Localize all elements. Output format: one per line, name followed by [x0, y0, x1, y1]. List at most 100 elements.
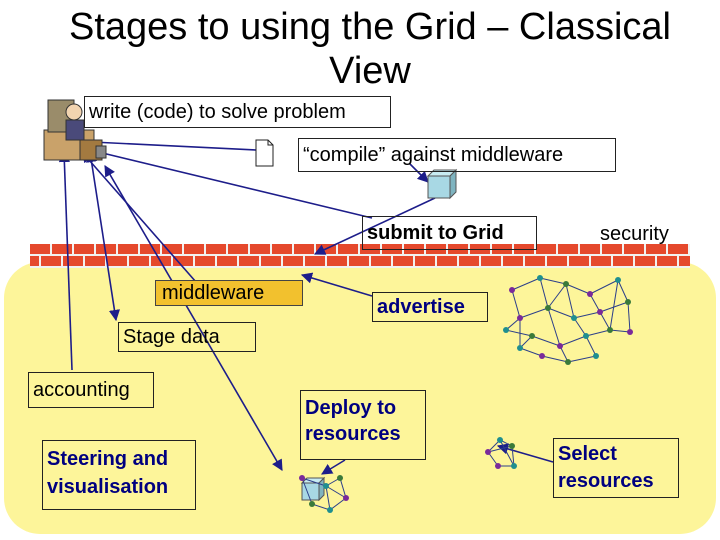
network-node — [323, 483, 329, 489]
network-edge — [539, 277, 549, 309]
arrow-advertise-to-middleware — [300, 272, 373, 297]
network-edge — [547, 307, 561, 347]
security-label: security — [600, 223, 669, 245]
network-node — [503, 327, 509, 333]
network-edge — [547, 283, 567, 309]
deploy-resources-label: Deploy to resources — [300, 390, 426, 460]
network-edge — [511, 289, 521, 319]
network-node — [627, 329, 633, 335]
network-edge — [505, 329, 533, 337]
network-node — [565, 359, 571, 365]
brick — [591, 256, 611, 266]
brick — [657, 256, 677, 266]
network-node — [625, 299, 631, 305]
brick — [481, 256, 501, 266]
network-node — [557, 343, 563, 349]
network-node — [517, 345, 523, 351]
network-edge — [339, 477, 347, 499]
brick — [624, 244, 644, 254]
network-edge — [539, 277, 567, 285]
brick — [305, 256, 325, 266]
network-edge — [567, 355, 597, 363]
slide-title-line2: View — [329, 50, 411, 92]
compile-label: “compile” against middleware — [298, 138, 616, 172]
network-edge — [617, 279, 629, 303]
cube-icon — [426, 168, 458, 200]
select-line1: Select — [558, 443, 617, 465]
steering-visualisation-label: Steering and visualisation — [42, 440, 196, 510]
network-edge — [531, 335, 561, 347]
brick — [195, 256, 215, 266]
document-icon — [255, 139, 274, 167]
network-edge — [599, 311, 611, 331]
brick — [85, 256, 105, 266]
network-node — [563, 281, 569, 287]
network-edge — [519, 347, 543, 357]
brick — [679, 256, 690, 266]
network-node — [571, 315, 577, 321]
brick — [118, 244, 138, 254]
network-node — [509, 443, 515, 449]
network-edge — [487, 445, 513, 453]
brick — [338, 244, 358, 254]
stage-data-label: Stage data — [118, 322, 256, 352]
brick — [327, 256, 347, 266]
brick — [503, 256, 523, 266]
brick — [580, 244, 600, 254]
network-edge — [541, 355, 569, 363]
deploy-line1: Deploy to — [305, 397, 397, 419]
network-edge — [505, 317, 521, 331]
brick — [668, 244, 688, 254]
submit-to-grid-label: submit to Grid — [362, 216, 537, 250]
brick — [349, 256, 369, 266]
network-node — [343, 495, 349, 501]
steering-line1: Steering and — [47, 448, 169, 470]
select-resources-label: Select resources — [553, 438, 679, 498]
network-edge — [499, 439, 515, 467]
brick — [107, 256, 127, 266]
brick — [74, 244, 94, 254]
brick — [536, 244, 556, 254]
network-node — [539, 353, 545, 359]
network-edge — [511, 277, 541, 291]
network-edge — [325, 485, 331, 511]
brick — [646, 244, 666, 254]
brick — [30, 244, 50, 254]
network-node — [615, 277, 621, 283]
brick — [228, 244, 248, 254]
brick — [272, 244, 292, 254]
network-edge — [589, 279, 619, 295]
arrow-deploy-to-cube — [321, 459, 346, 475]
brick — [569, 256, 589, 266]
arrow-compile-to-cube — [409, 163, 429, 183]
brick — [129, 256, 149, 266]
arrow-select-to-network — [496, 443, 554, 463]
brick — [63, 256, 83, 266]
network-node — [485, 449, 491, 455]
network-node — [509, 287, 515, 293]
network-node — [583, 333, 589, 339]
arrow-cube-to-submit — [313, 197, 436, 255]
network-edge — [609, 329, 631, 333]
arrow-write-to-compile — [91, 141, 257, 151]
brick — [283, 256, 303, 266]
accounting-label: accounting — [28, 372, 154, 408]
brick — [30, 256, 39, 266]
network-edge — [511, 445, 515, 467]
person-at-desk-icon — [43, 99, 107, 161]
network-edge — [559, 335, 587, 347]
network-node — [537, 275, 543, 281]
brick — [261, 256, 281, 266]
network-edge — [565, 283, 575, 319]
network-edge — [585, 335, 597, 357]
network-edge — [609, 279, 619, 331]
network-edge — [565, 283, 591, 295]
network-node — [327, 507, 333, 513]
network-node — [607, 327, 613, 333]
network-edge — [589, 293, 601, 313]
network-node — [545, 305, 551, 311]
network-node — [587, 291, 593, 297]
middleware-label: middleware — [155, 280, 303, 306]
network-edge — [519, 307, 549, 319]
